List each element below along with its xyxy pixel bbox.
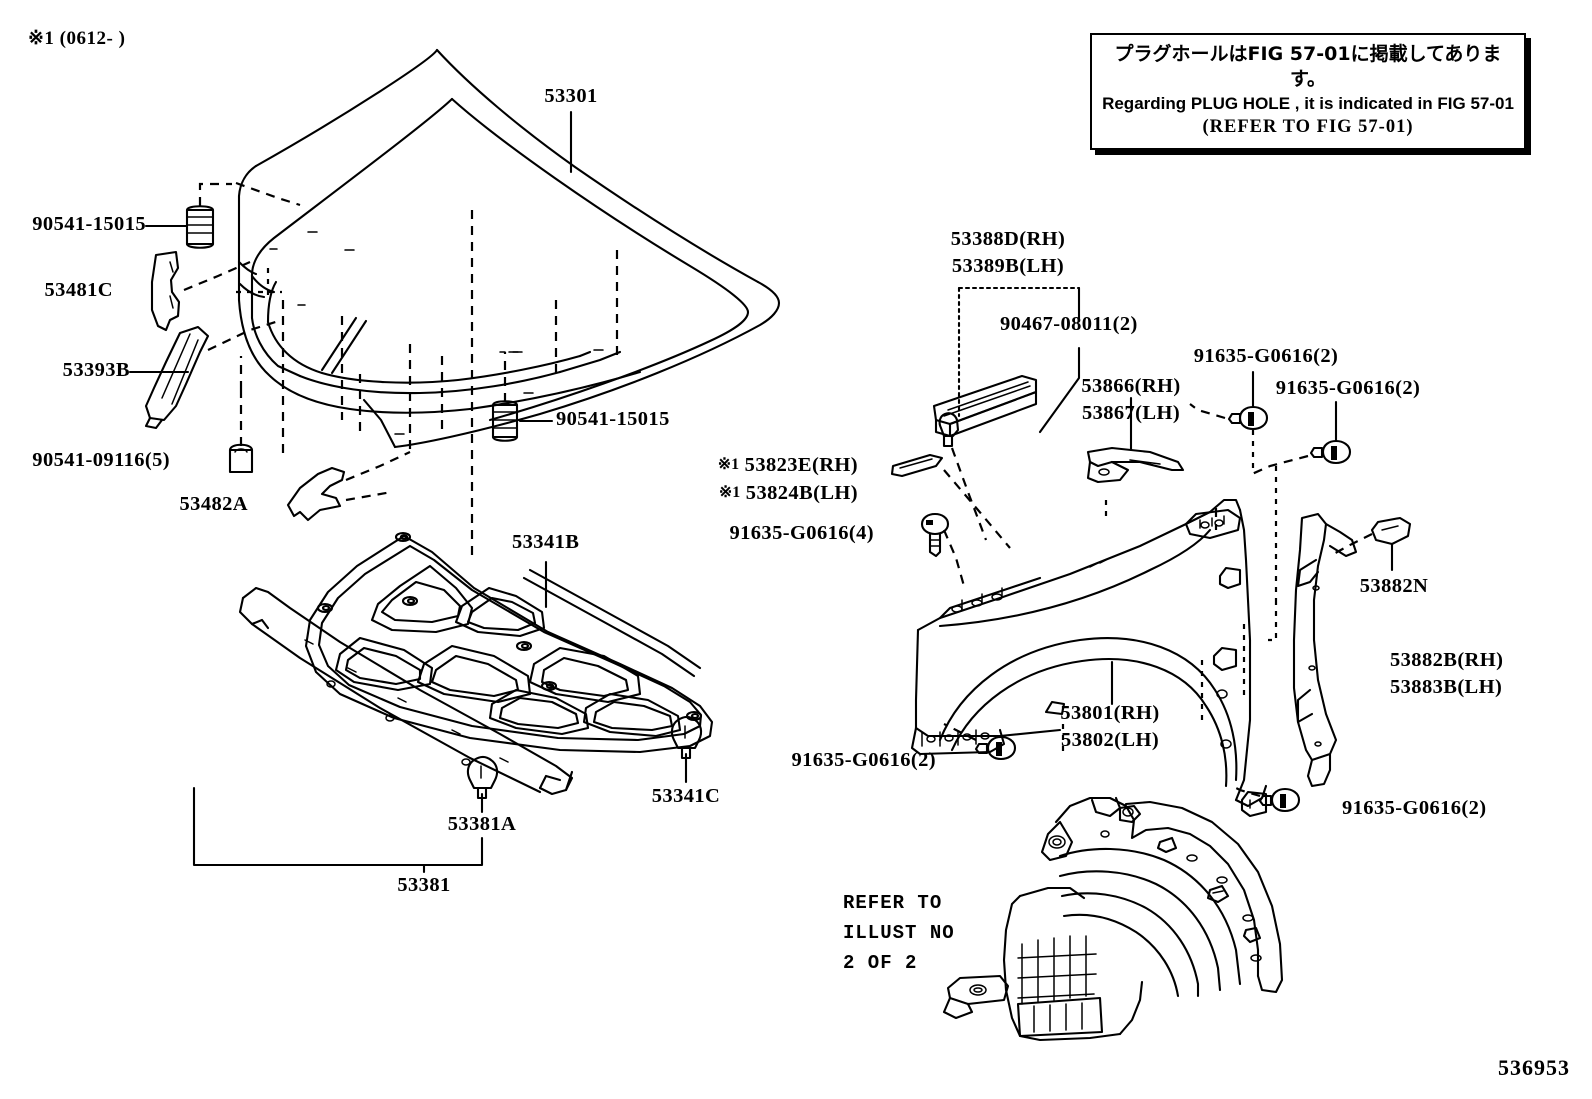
label-53389b: 53389B(LH) xyxy=(951,255,1065,277)
part-53481c xyxy=(150,250,181,332)
label-refer-illust[interactable]: REFER TO ILLUST NO 2 OF 2 xyxy=(843,888,955,978)
part-53882b-seal xyxy=(1292,512,1358,788)
label-53381a[interactable]: 53381A xyxy=(447,813,517,835)
part-91635-bolt-top2 xyxy=(1309,439,1352,465)
part-53823e-seal xyxy=(890,453,944,478)
dash-91635-left xyxy=(943,723,977,741)
label-53867: 53867(LH) xyxy=(1081,402,1181,424)
label-53381[interactable]: 53381 xyxy=(397,874,451,896)
mark-asterisk-2: ※1 xyxy=(718,484,741,501)
part-90541-09116 xyxy=(228,443,254,474)
refer-line-3: 2 OF 2 xyxy=(843,952,918,974)
part-53482a xyxy=(286,466,346,522)
hood-illustration xyxy=(237,48,781,449)
supersede-note: ※1 (0612- ) xyxy=(28,28,126,49)
part-53866-bracket xyxy=(1086,446,1185,484)
part-91635-bolt-top xyxy=(1227,405,1269,431)
mark-asterisk-1: ※1 xyxy=(717,456,740,473)
dash-53482a xyxy=(345,451,411,482)
note-refer: (REFER TO FIG 57-01) xyxy=(1202,117,1414,137)
part-53801-fender xyxy=(910,498,1268,818)
dash-53823e xyxy=(943,469,1011,549)
dash-90467 xyxy=(950,447,988,541)
plug-hole-note-box: プラグホールはFIG 57-01に掲載してあります。 Regarding PLU… xyxy=(1090,33,1526,150)
label-91635-G0616-top[interactable]: 91635-G0616(2) xyxy=(1193,345,1339,367)
label-90541-09116[interactable]: 90541-09116(5) xyxy=(32,449,170,471)
label-90541-15015-left[interactable]: 90541-15015 xyxy=(32,213,146,235)
dash-53393b xyxy=(207,318,283,351)
label-53301[interactable]: 53301 xyxy=(544,85,598,107)
label-53823e-53824b[interactable]: ※1 53823E(RH) ※1 53824B(LH) xyxy=(640,451,858,507)
part-fender-liner xyxy=(942,796,1284,1042)
note-japanese: プラグホールはFIG 57-01に掲載してあります。 xyxy=(1114,43,1502,90)
dash-91635-4 xyxy=(942,529,966,587)
refer-line-1: REFER TO xyxy=(843,892,943,914)
dash-53481c xyxy=(183,260,251,292)
label-53481c[interactable]: 53481C xyxy=(44,279,113,301)
dash-r4 xyxy=(1268,600,1278,642)
dash-cushion-left-2 xyxy=(235,181,301,207)
label-53882b: 53882B(RH) xyxy=(1390,649,1504,671)
label-91635-G0616-4[interactable]: 91635-G0616(4) xyxy=(729,522,874,544)
part-53393b xyxy=(144,325,210,430)
label-90467-08011[interactable]: 90467-08011(2) xyxy=(1000,313,1138,335)
label-53393b[interactable]: 53393B xyxy=(62,359,130,381)
drawing-number: 536953 xyxy=(1498,1055,1570,1080)
label-53823e: 53823E(RH) xyxy=(744,454,858,476)
label-53388d: 53388D(RH) xyxy=(950,228,1066,250)
dash-cushion-left-1 xyxy=(198,182,232,206)
label-53341c[interactable]: 53341C xyxy=(651,785,721,807)
part-cushion-top-left xyxy=(185,205,215,249)
part-53381-support xyxy=(238,586,574,796)
label-53341b[interactable]: 53341B xyxy=(512,531,580,553)
dash-91635-top2 xyxy=(1251,454,1309,476)
label-53883b: 53883B(LH) xyxy=(1390,676,1503,698)
label-53882b-53883b[interactable]: 53882B(RH) 53883B(LH) xyxy=(1390,647,1503,701)
part-53388d-protector xyxy=(932,374,1038,438)
dash-91635-bottom xyxy=(1231,785,1261,798)
part-90467-screw xyxy=(938,412,960,448)
label-53482a[interactable]: 53482A xyxy=(179,493,248,515)
part-53381a-clip xyxy=(466,755,499,800)
label-53801: 53801(RH) xyxy=(1060,702,1160,724)
label-91635-G0616-top2[interactable]: 91635-G0616(2) xyxy=(1275,377,1421,399)
refer-line-2: ILLUST NO xyxy=(843,922,955,944)
label-53802: 53802(LH) xyxy=(1060,729,1160,751)
label-53388d-53389b[interactable]: 53388D(RH) 53389B(LH) xyxy=(898,226,1118,280)
dash-53882n xyxy=(1329,533,1373,557)
label-91635-G0616-left[interactable]: 91635-G0616(2) xyxy=(791,749,936,771)
part-53341b-insulator xyxy=(304,531,714,754)
label-53801-53802[interactable]: 53801(RH) 53802(LH) xyxy=(1000,700,1220,754)
note-english: Regarding PLUG HOLE , it is indicated in… xyxy=(1102,94,1514,113)
part-53882n-clip xyxy=(1370,516,1412,552)
part-91635-bolt-4 xyxy=(920,512,950,558)
part-91635-bolt-bottom xyxy=(1258,787,1301,813)
label-53866-53867[interactable]: 53866(RH) 53867(LH) xyxy=(1046,373,1216,427)
label-53882n[interactable]: 53882N xyxy=(1359,575,1429,597)
dash-53482a2 xyxy=(345,490,393,502)
label-53824b: 53824B(LH) xyxy=(745,482,858,504)
label-53866: 53866(RH) xyxy=(1081,375,1181,397)
part-cushion-right xyxy=(491,400,519,442)
label-90541-15015-right[interactable]: 90541-15015 xyxy=(556,408,670,430)
label-91635-G0616-bottom[interactable]: 91635-G0616(2) xyxy=(1342,797,1487,819)
